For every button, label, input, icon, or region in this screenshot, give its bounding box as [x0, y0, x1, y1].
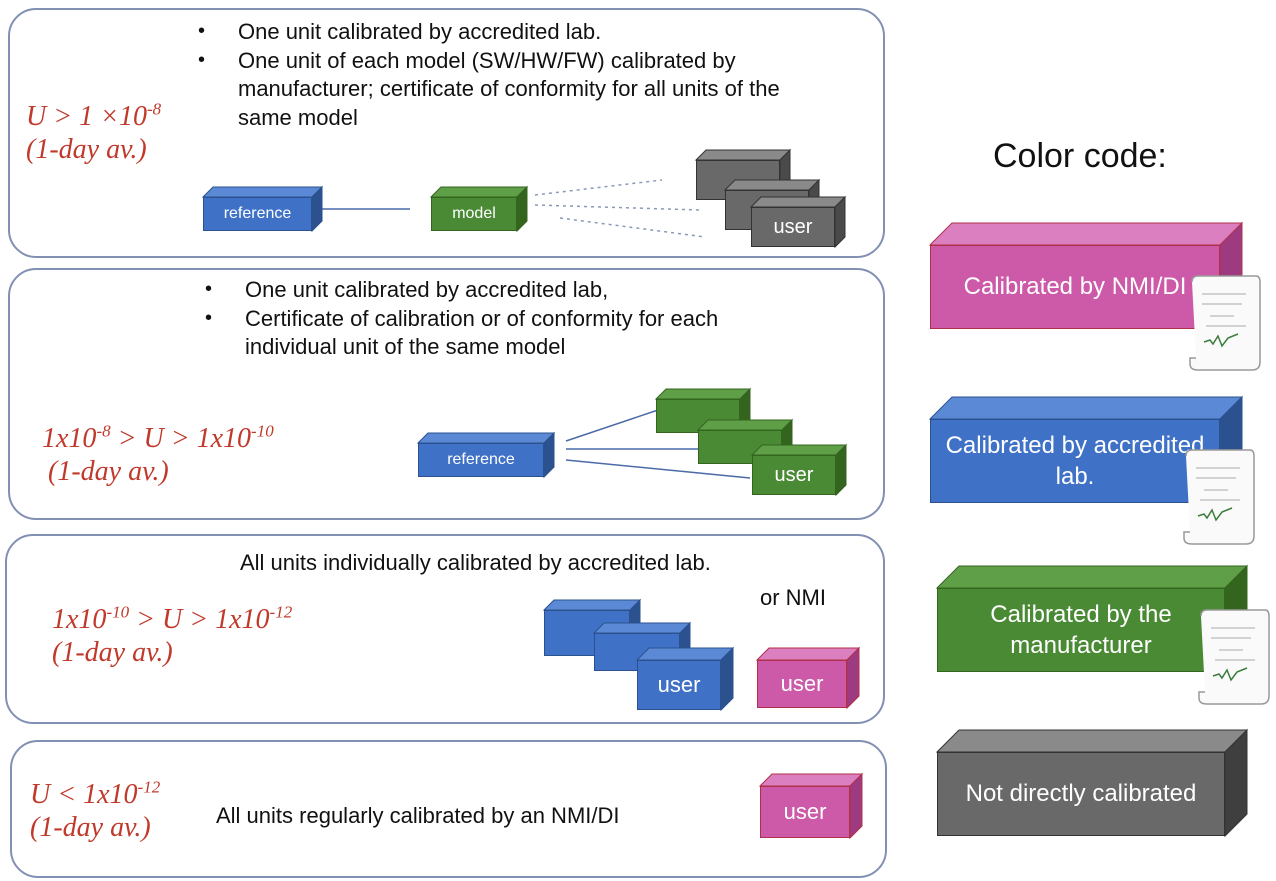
user-label: user [752, 455, 836, 495]
legend-item-manufacturer: Calibrated by the manufacturer [935, 564, 1249, 674]
certificate-icon [1183, 449, 1255, 545]
legend-item-nmi: Calibrated by NMI/DI [928, 221, 1244, 331]
bullet-item: Certificate of calibration or of conform… [205, 305, 805, 362]
panel1-bullets: One unit calibrated by accredited lab. O… [198, 18, 818, 132]
legend-label: Calibrated by NMI/DI [930, 245, 1220, 329]
user-box-pink: user [755, 646, 861, 710]
legend-label: Calibrated by accredited lab. [930, 419, 1220, 503]
legend-title: Color code: [993, 137, 1167, 175]
uncertainty-level-3: 1x10-10 > U > 1x10-12 (1-day av.) [52, 602, 293, 669]
uncertainty-level-4: U < 1x10-12 (1-day av.) [30, 777, 161, 844]
user-label: user [757, 660, 847, 708]
user-label: user [760, 786, 850, 838]
bullet-item: One unit of each model (SW/HW/FW) calibr… [198, 47, 818, 133]
legend-item-lab: Calibrated by accredited lab. [928, 395, 1244, 505]
panel3-text-line2: or NMI [760, 585, 826, 610]
model-box-mfr: model [429, 185, 529, 233]
user-label: user [751, 207, 835, 247]
uncertainty-level-1: U > 1 ×10-8 (1-day av.) [26, 99, 162, 166]
user-box-gray: user [749, 195, 847, 249]
reference-label: reference [418, 443, 544, 477]
reference-box-lab: reference [416, 431, 556, 479]
user-box-green-back [654, 387, 752, 435]
legend-item-not-calibrated: Not directly calibrated [935, 728, 1249, 838]
certificate-icon [1189, 275, 1261, 371]
legend-label: Calibrated by the manufacturer [937, 588, 1225, 672]
reference-label: reference [203, 197, 312, 231]
bullet-item: One unit calibrated by accredited lab, [205, 276, 805, 305]
uncertainty-level-2: 1x10-8 > U > 1x10-10 (1-day av.) [42, 421, 274, 488]
user-box-pink: user [758, 772, 864, 840]
user-box-blue: user [635, 646, 735, 712]
panel2-bullets: One unit calibrated by accredited lab, C… [205, 276, 805, 362]
reference-box-lab: reference [201, 185, 324, 233]
panel-level-4 [10, 740, 887, 878]
panel-level-3 [5, 534, 885, 724]
user-label: user [637, 660, 721, 710]
legend-label: Not directly calibrated [937, 752, 1225, 836]
panel3-text-line1: All units individually calibrated by acc… [240, 550, 711, 575]
model-label: model [431, 197, 517, 231]
panel4-text: All units regularly calibrated by an NMI… [216, 803, 620, 828]
bullet-item: One unit calibrated by accredited lab. [198, 18, 818, 47]
user-box-green: user [750, 443, 848, 497]
certificate-icon [1198, 609, 1270, 705]
